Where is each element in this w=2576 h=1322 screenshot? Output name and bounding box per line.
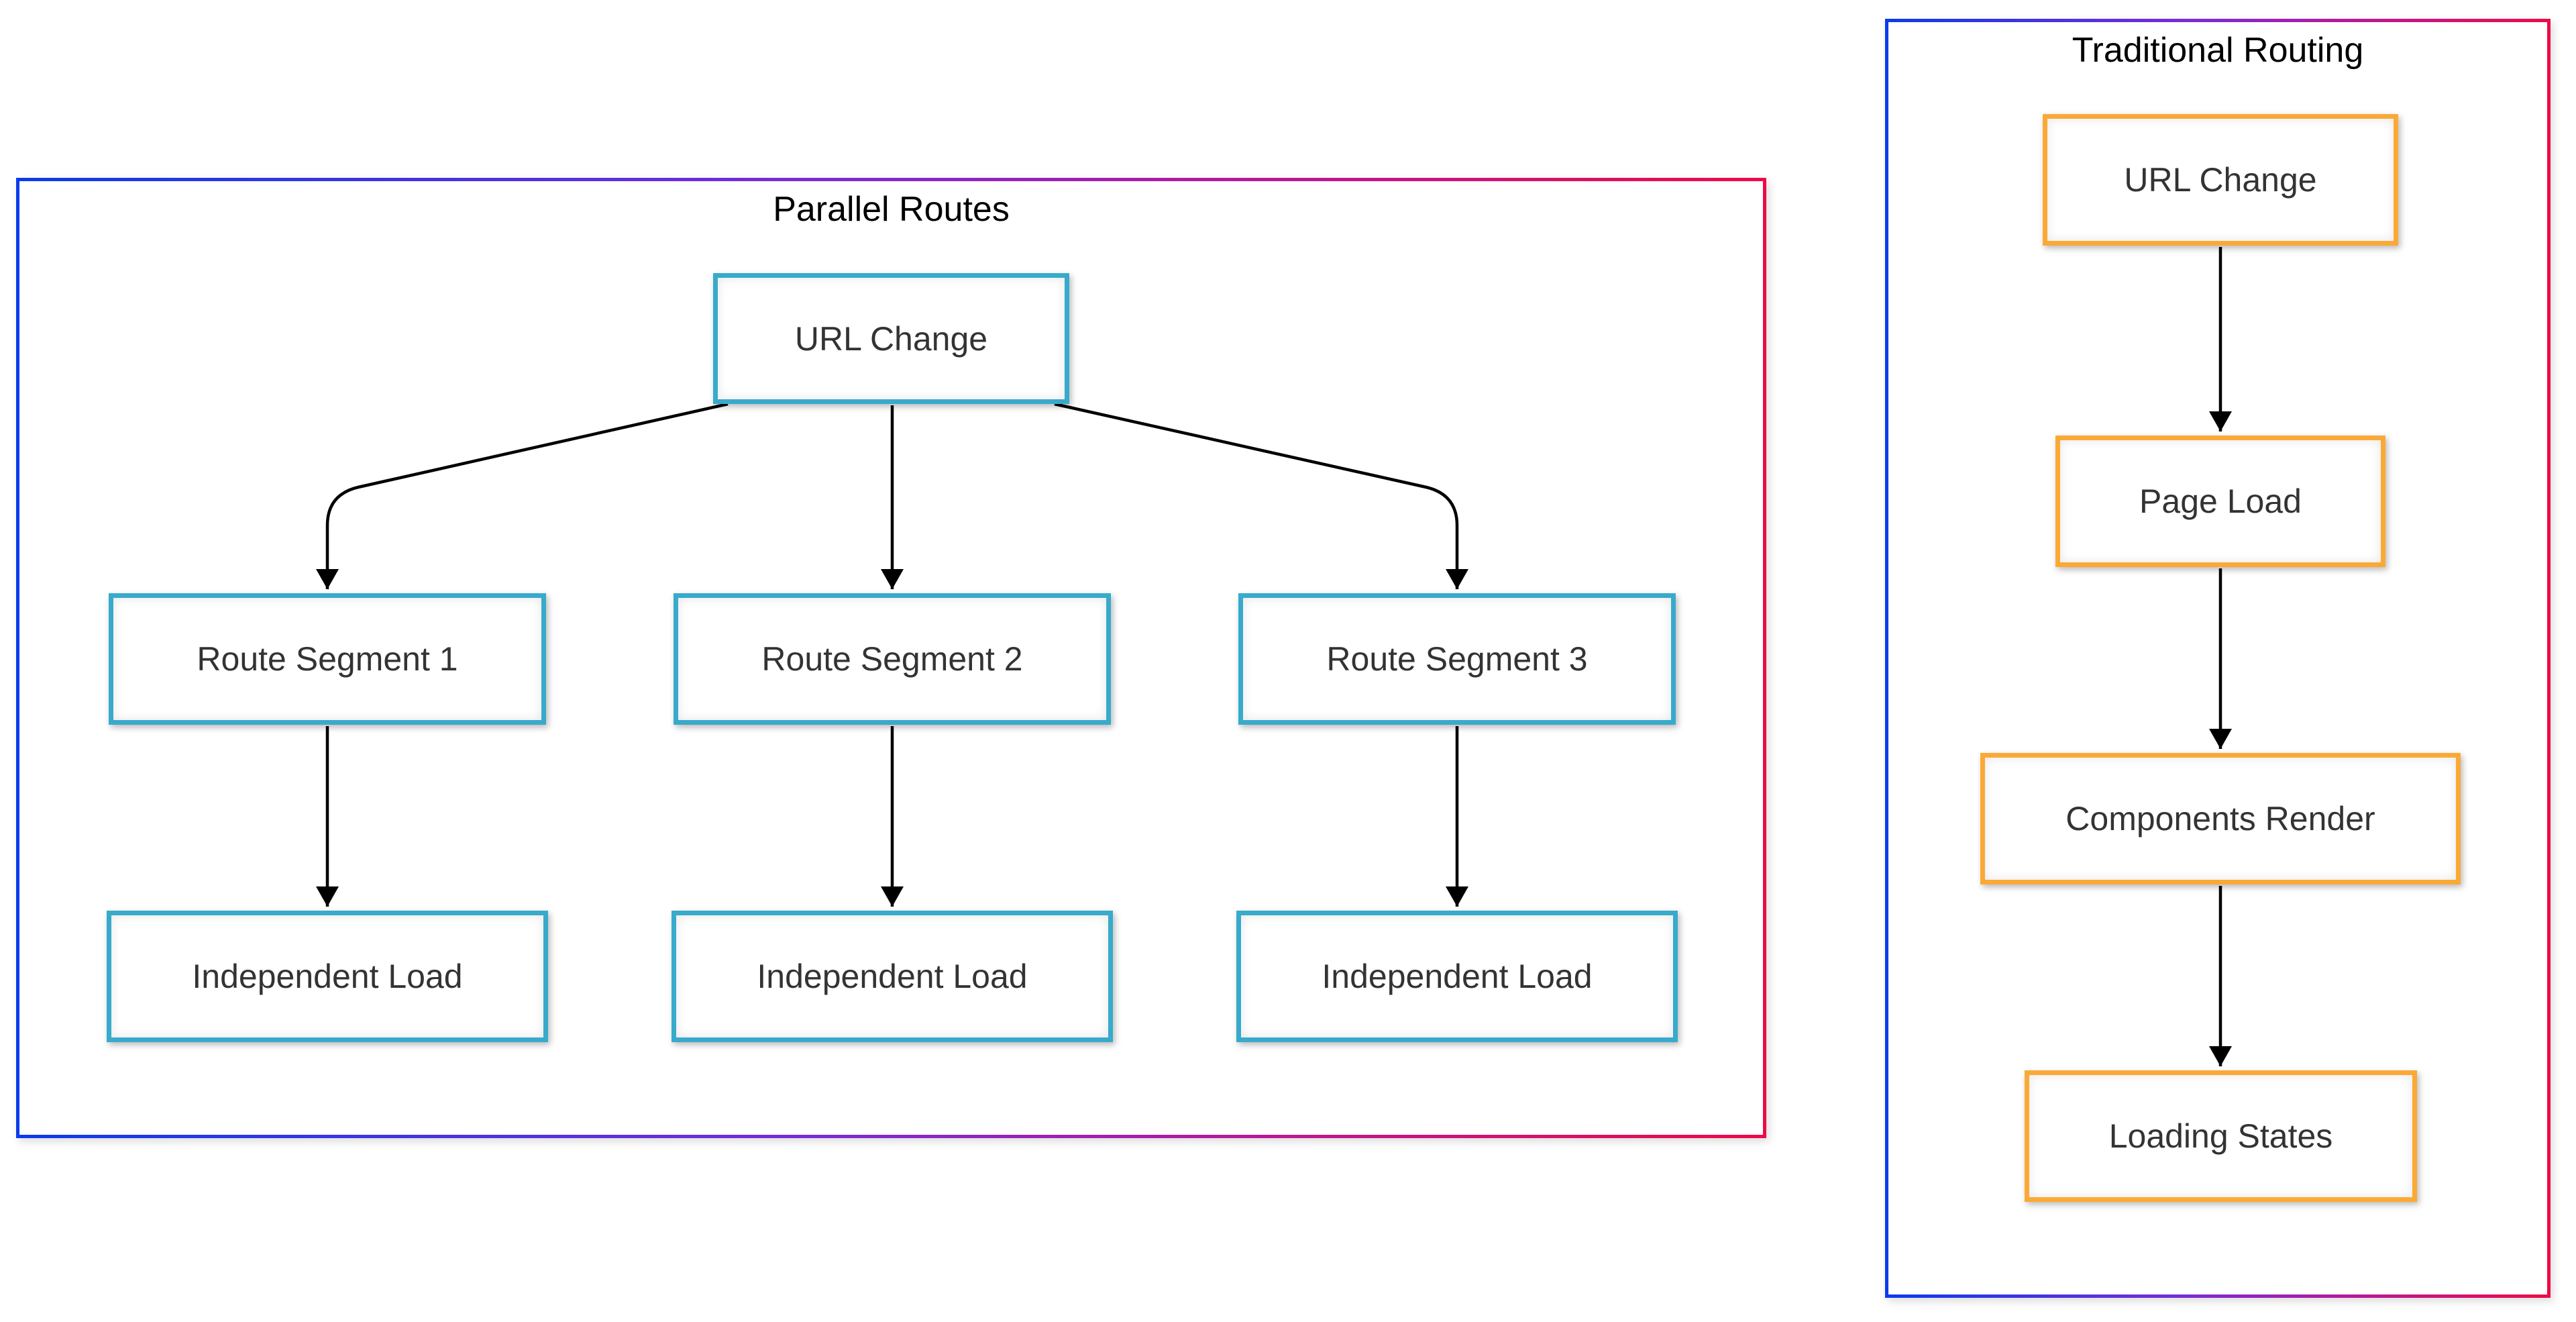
node-label: URL Change — [2124, 161, 2317, 199]
node-label: Route Segment 2 — [761, 640, 1023, 678]
node-route-segment-1: Route Segment 1 — [109, 593, 546, 725]
node-independent-load-1: Independent Load — [107, 911, 548, 1042]
subgraph-parallel-routes-title: Parallel Routes — [773, 190, 1010, 229]
subgraph-traditional-routing: Traditional Routing — [1885, 19, 2551, 1298]
node-independent-load-2: Independent Load — [672, 911, 1113, 1042]
node-label: URL Change — [794, 319, 988, 358]
node-label: Independent Load — [757, 958, 1028, 995]
node-route-segment-2: Route Segment 2 — [674, 593, 1111, 725]
node-route-segment-3: Route Segment 3 — [1238, 593, 1676, 725]
subgraph-traditional-routing-title: Traditional Routing — [2072, 31, 2364, 70]
node-traditional-url-change: URL Change — [2043, 114, 2398, 246]
node-independent-load-3: Independent Load — [1236, 911, 1678, 1042]
node-loading-states: Loading States — [2025, 1070, 2417, 1202]
node-label: Independent Load — [1322, 958, 1593, 995]
node-page-load: Page Load — [2055, 436, 2385, 567]
node-label: Independent Load — [192, 958, 463, 995]
node-label: Route Segment 1 — [197, 640, 458, 678]
node-label: Components Render — [2065, 800, 2375, 837]
node-parallel-url-change: URL Change — [713, 273, 1069, 404]
node-components-render: Components Render — [1980, 753, 2461, 884]
node-label: Route Segment 3 — [1326, 640, 1588, 678]
node-label: Loading States — [2108, 1117, 2333, 1155]
node-label: Page Load — [2139, 482, 2302, 520]
